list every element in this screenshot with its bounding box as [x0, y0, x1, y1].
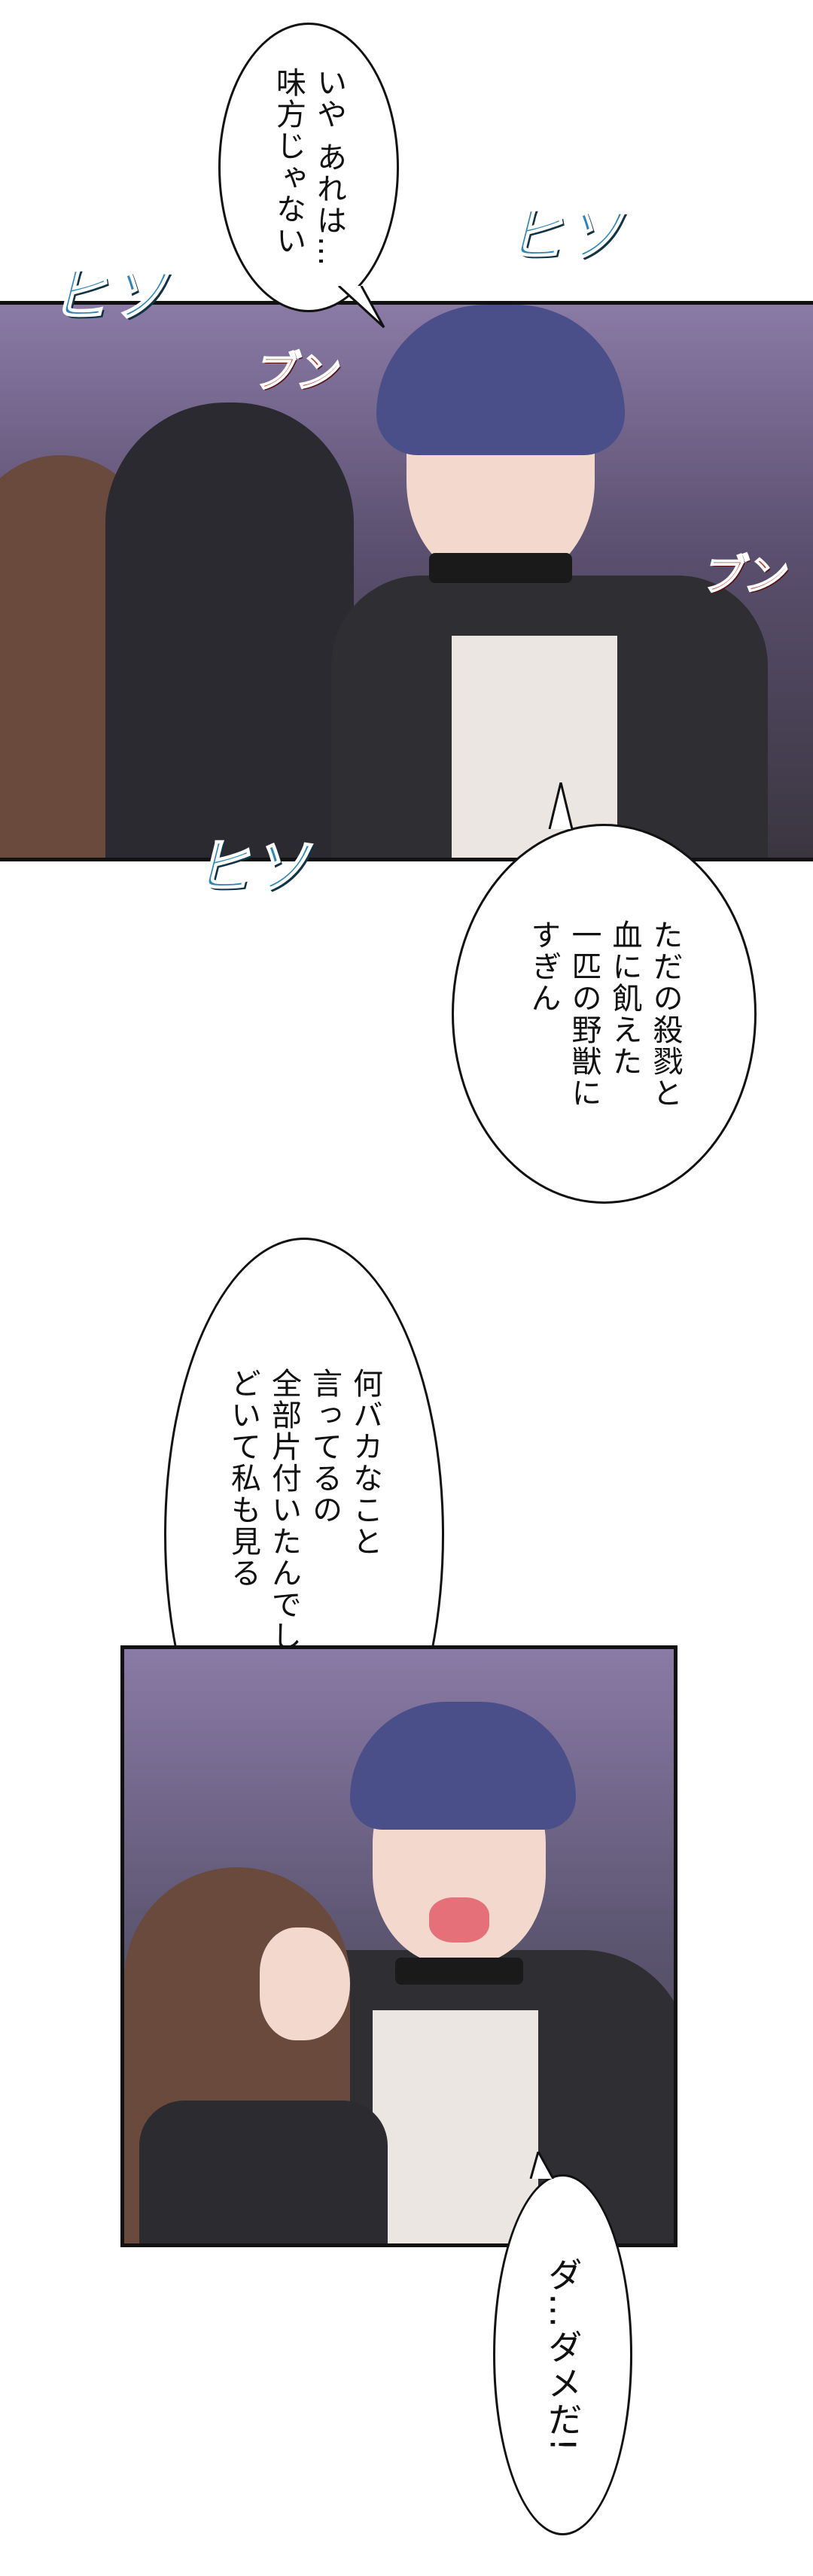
comic-panel-1	[0, 301, 813, 861]
boy-hair	[350, 1702, 576, 1830]
black-hair-girl-figure	[105, 402, 354, 858]
speech-text-1: いや あれは… 味方じゃない	[271, 67, 346, 268]
sfx-hiso-2: ヒソ	[48, 261, 167, 330]
girl-face	[260, 1927, 350, 2040]
comic-panel-2	[120, 1645, 678, 2247]
speech-bubble-1: いや あれは… 味方じゃない	[218, 23, 399, 312]
boy-shirt	[373, 2010, 538, 2243]
boy-choker	[429, 553, 572, 583]
speech-bubble-2-tail	[548, 782, 574, 829]
sfx-hiso-3: ヒソ	[191, 833, 310, 902]
speech-bubble-2: ただの殺戮と 血に飢えた 一匹の野獣に すぎん	[452, 824, 757, 1204]
speech-text-4: ダ…ダメだ!	[542, 2256, 583, 2453]
sfx-hiso-1: ヒソ	[504, 201, 623, 270]
speech-bubble-1-tail	[337, 286, 385, 329]
speech-bubble-4-tail	[529, 2152, 555, 2179]
speech-text-2: ただの殺戮と 血に飢えた 一匹の野獣に すぎん	[525, 919, 683, 1109]
boy-hair	[376, 305, 625, 455]
sfx-bun-2: ブン	[699, 551, 785, 601]
boy-choker	[395, 1958, 523, 1985]
boy-shirt	[452, 636, 617, 858]
boy-shouting-mouth	[429, 1897, 489, 1943]
sfx-bun-1: ブン	[251, 348, 337, 398]
girl-jacket	[139, 2101, 388, 2243]
speech-bubble-4: ダ…ダメだ!	[493, 2174, 632, 2535]
